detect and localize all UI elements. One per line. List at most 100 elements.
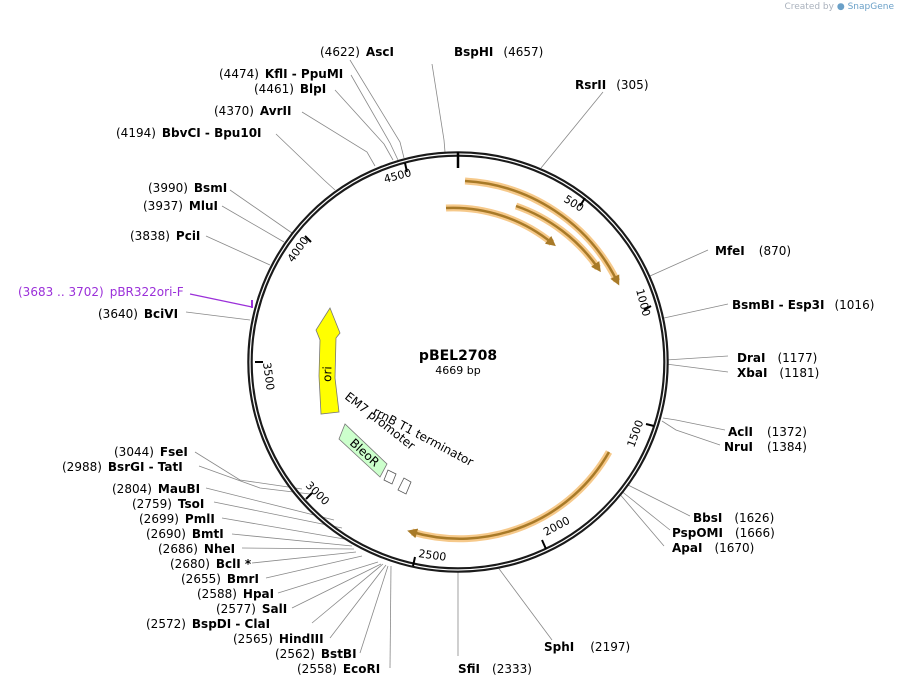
leader-tsoi [213,501,343,529]
ori-feature-arrow [315,307,341,415]
primer-range: (3683 .. 3702) [18,285,104,299]
site-sfii[interactable]: SfiI(2333) [458,662,532,676]
snapgene-logo-icon: ● [836,2,845,12]
credit-brand: SnapGene [847,2,894,12]
site-mlui[interactable]: (3937)MluI [143,199,218,213]
site-bstbi[interactable]: (2562)BstBI [275,647,357,661]
site-pcii[interactable]: (3838)PciI [130,229,200,243]
site-xbai[interactable]: XbaI(1181) [737,366,819,380]
leader-bcli [251,551,357,564]
leader-nrui [661,420,721,446]
ori-label: ori [320,366,335,382]
leader-drai [665,355,729,361]
leader-bbvci [275,133,336,191]
tick-label-1000: 1000 [633,287,653,317]
leader-pmli [221,517,351,541]
leader-bmti [231,533,353,547]
tick-label-1500: 1500 [625,418,647,449]
site-labels: (4622)AscI BspHI(4657) RsrII(305) (4474)… [62,45,874,676]
site-leader-lines [185,59,729,669]
promoter-glyph-icon [383,469,397,485]
site-apai[interactable]: ApaI(1670) [672,541,754,555]
site-bbvci-bpu10i[interactable]: (4194)BbvCI - Bpu10I [116,126,262,140]
site-ecori[interactable]: (2558)EcoRI [297,662,380,676]
orf-arc-middle [515,204,601,273]
site-bmti[interactable]: (2690)BmtI [146,527,224,541]
site-fsei[interactable]: (3044)FseI [114,445,188,459]
site-hpai[interactable]: (2588)HpaI [197,587,274,601]
site-nhei[interactable]: (2686)NheI [158,542,235,556]
leader-sali [291,563,382,609]
leader-sphi [496,565,553,641]
site-bbsi[interactable]: BbsI(1626) [693,511,774,525]
leader-asci [349,59,405,159]
site-hindiii[interactable]: (2565)HindIII [233,632,324,646]
leader-bsmi [229,189,293,234]
leader-mlui [221,205,285,243]
leader-avrii [301,111,376,167]
site-bsphi[interactable]: BspHI(4657) [454,45,543,59]
leader-pcii [205,235,271,266]
site-drai[interactable]: DraI(1177) [737,351,817,365]
leader-blpi [334,89,394,161]
leader-apai [617,491,665,547]
plasmid-name: pBEL2708 [419,348,497,364]
primer-name: pBR322ori-F [110,285,184,299]
leader-ecori [389,565,392,669]
leader-kfli [350,74,399,161]
orf-arc-lower-glow [411,450,613,543]
leader-fsei [194,451,303,490]
leader-bsmbi [663,303,729,319]
site-bmri[interactable]: (2655)BmrI [181,572,259,586]
leader-hpai [277,561,379,594]
site-pspomi[interactable]: PspOMI(1666) [672,526,775,540]
leader-hindiii [329,564,387,639]
orf-arc-lower [407,451,611,540]
site-rsrii[interactable]: RsrII(305) [575,78,649,92]
plasmid-size: 4669 bp [435,364,480,377]
leader-bmri [265,555,363,579]
terminator-glyph-icon [397,477,412,495]
site-tsoi[interactable]: (2759)TsoI [132,497,204,511]
leader-rsrii [540,91,604,169]
primer-label: (3683 .. 3702) pBR322ori-F [18,285,184,299]
leader-bbsi [625,483,691,517]
site-blpi[interactable]: (4461)BlpI [254,82,326,96]
leader-mfei [649,249,709,277]
leader-acli [662,417,726,431]
leader-nhei [241,547,355,550]
credit-line: Created by ● SnapGene [784,2,894,12]
bleor-feature-arrow [338,423,388,478]
bleor-label: BleoR [347,436,382,470]
site-kfli-ppumi[interactable]: (4474)KflI - PpuMI [219,67,343,81]
leader-pspomi [619,489,671,531]
site-sphi[interactable]: SphI(2197) [544,640,630,654]
site-nrui[interactable]: NruI(1384) [724,440,807,454]
site-pmli[interactable]: (2699)PmlI [139,512,215,526]
tick-label-2500: 2500 [418,547,448,564]
site-bsmbi-esp3i[interactable]: BsmBI - Esp3I(1016) [732,298,874,312]
site-mfei[interactable]: MfeI(870) [715,244,791,258]
leader-bsphi [431,63,446,153]
site-asci[interactable]: (4622)AscI [320,45,394,59]
leader-maubi [205,487,335,521]
site-sali[interactable]: (2577)SalI [216,602,287,616]
scale-ticks [255,162,655,567]
orf-arc-inner [445,206,556,247]
leader-xbai [665,363,729,373]
site-avrii[interactable]: (4370)AvrII [214,104,291,118]
orf-arrows [407,177,621,543]
site-bcli[interactable]: (2680)BclI * [170,557,252,571]
site-bsrgi-tati[interactable]: (2988)BsrGI - TatI [62,460,183,474]
site-bsmi[interactable]: (3990)BsmI [148,181,227,195]
credit-prefix: Created by [784,2,834,12]
site-acli[interactable]: AclI(1372) [728,425,807,439]
site-bspdi-clai[interactable]: (2572)BspDI - ClaI [146,617,270,631]
site-bcivi[interactable]: (3640)BciVI [98,307,178,321]
terminator-label: rrnB T1 terminator [371,404,476,469]
site-maubi[interactable]: (2804)MauBI [112,482,200,496]
tick-label-3500: 3500 [260,362,277,392]
orf-arc-outer [464,179,620,286]
